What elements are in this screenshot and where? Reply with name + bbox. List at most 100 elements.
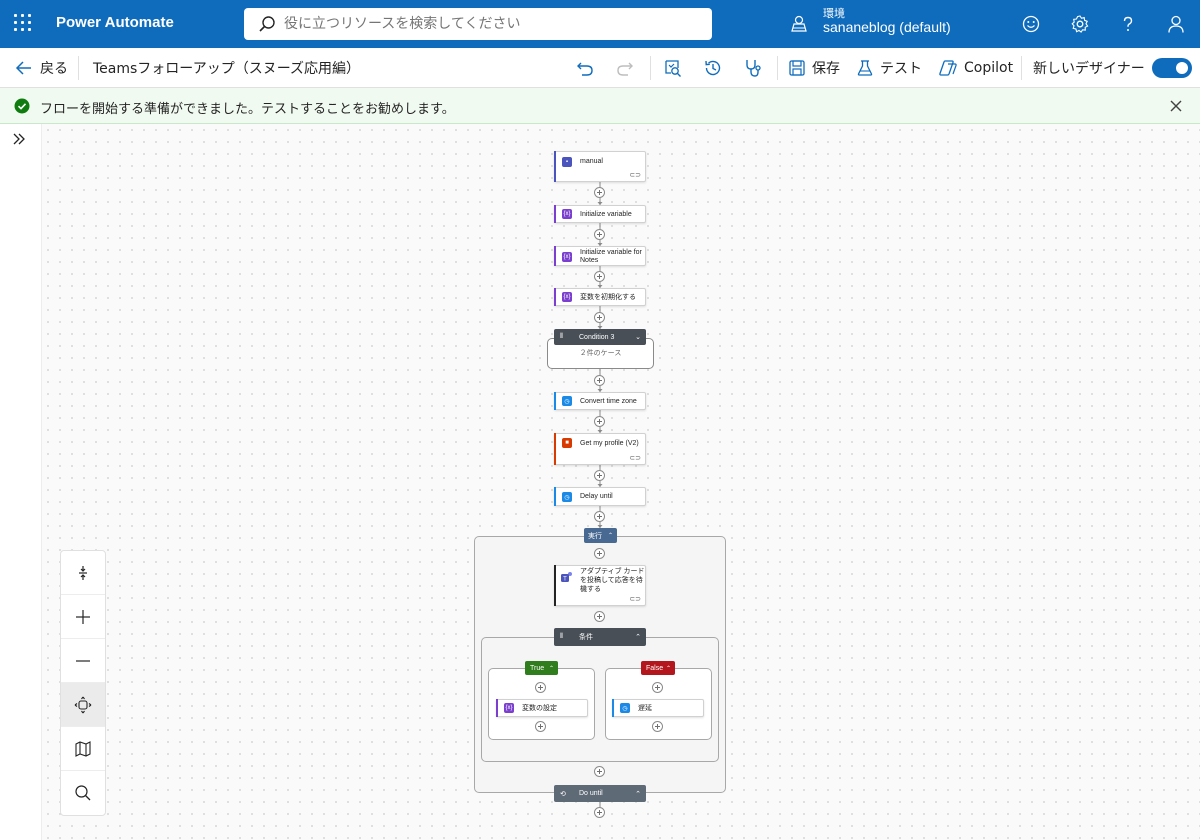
initialize-variable-jp-card[interactable]: {x} 変数を初期化する — [554, 288, 646, 306]
add-step-button[interactable] — [594, 416, 605, 427]
chevron-up-icon[interactable]: ⌃ — [635, 634, 641, 641]
fit-height-button[interactable] — [61, 551, 105, 595]
app-brand[interactable]: Power Automate — [56, 14, 174, 31]
emoji-icon[interactable] — [1021, 14, 1041, 34]
link-icon: ⊂⊃ — [629, 596, 641, 603]
redo-button[interactable] — [615, 48, 641, 88]
add-step-button[interactable] — [594, 187, 605, 198]
step-title: 遅延 — [638, 705, 652, 712]
copilot-button[interactable]: Copilot — [938, 48, 1013, 88]
adaptive-card-step[interactable]: T アダプティブ カード を投稿して応答を待 機する ⊂⊃ — [554, 565, 646, 606]
new-designer-toggle[interactable] — [1152, 58, 1192, 78]
add-step-button[interactable] — [594, 766, 605, 777]
step-title: 実行 — [588, 532, 602, 540]
fit-height-icon — [79, 565, 87, 580]
add-step-button[interactable] — [594, 271, 605, 282]
zoom-in-button[interactable] — [61, 595, 105, 639]
fit-view-icon — [74, 696, 92, 713]
step-title-line1: アダプティブ カード — [580, 568, 645, 575]
save-button[interactable]: 保存 — [788, 48, 840, 88]
chevron-down-icon[interactable]: ⌄ — [635, 334, 641, 341]
condition3-header[interactable]: ⫴ Condition 3 ⌄ — [554, 329, 646, 345]
add-step-button[interactable] — [652, 682, 663, 693]
fit-view-button[interactable] — [61, 683, 105, 727]
canvas-controls — [60, 550, 106, 816]
condition-header[interactable]: ⫴ 条件 ⌃ — [554, 628, 646, 646]
condition-icon: ⫴ — [560, 633, 563, 640]
back-arrow-icon — [15, 61, 31, 75]
add-step-button[interactable] — [594, 312, 605, 323]
waffle-icon[interactable] — [14, 14, 34, 34]
svg-text:T: T — [563, 577, 567, 583]
trigger-manual-card[interactable]: ▪ manual ⊂⊃ — [554, 151, 646, 182]
person-icon[interactable] — [1166, 14, 1186, 34]
delay-card[interactable]: ◷ 遅延 — [612, 699, 704, 717]
chevron-up-icon[interactable]: ⌃ — [548, 665, 554, 672]
success-message-bar: フローを開始する準備ができました。テストすることをお勧めします。 — [0, 88, 1200, 124]
chevron-up-icon[interactable]: ⌃ — [635, 790, 641, 798]
loop-icon: ⟲ — [560, 790, 566, 798]
search-canvas-icon — [75, 785, 91, 801]
variable-icon: {x} — [562, 252, 572, 262]
chevron-up-icon[interactable]: ⌃ — [607, 533, 613, 539]
convert-time-zone-card[interactable]: ◷ Convert time zone — [554, 392, 646, 410]
zoom-out-icon — [76, 659, 90, 662]
add-step-button[interactable] — [652, 721, 663, 732]
initialize-variable-notes-card[interactable]: {x} Initialize variable for Notes — [554, 246, 646, 266]
step-title-line2: Notes — [580, 257, 599, 264]
test-label: テスト — [880, 61, 922, 77]
add-step-button[interactable] — [594, 611, 605, 622]
add-step-button[interactable] — [594, 807, 605, 818]
global-search[interactable] — [244, 8, 712, 40]
flow-canvas[interactable] — [42, 124, 1200, 840]
scope-header[interactable]: 実行 ⌃ — [584, 528, 617, 543]
add-step-button[interactable] — [594, 470, 605, 481]
teams-icon: T — [561, 571, 573, 583]
divider — [777, 56, 778, 80]
add-step-button[interactable] — [535, 721, 546, 732]
search-canvas-button[interactable] — [61, 771, 105, 815]
zoom-out-button[interactable] — [61, 639, 105, 683]
app-header: Power Automate 環境 sananeblog (default) — [0, 0, 1200, 48]
initialize-variable-card[interactable]: {x} Initialize variable — [554, 205, 646, 223]
office-icon: ■ — [562, 438, 572, 448]
add-step-button[interactable] — [594, 548, 605, 559]
back-button[interactable]: 戻る — [14, 48, 68, 88]
delay-until-card[interactable]: ◷ Delay until — [554, 487, 646, 506]
false-branch-tag[interactable]: False ⌃ — [641, 661, 675, 675]
diagnostics-button[interactable] — [743, 48, 769, 88]
undo-button[interactable] — [575, 48, 601, 88]
add-step-button[interactable] — [535, 682, 546, 693]
add-step-button[interactable] — [594, 511, 605, 522]
chevron-up-icon[interactable]: ⌃ — [665, 665, 671, 672]
flow-checker-button[interactable] — [663, 48, 689, 88]
true-branch-tag[interactable]: True ⌃ — [525, 661, 558, 675]
condition3-case-count: ２件のケース — [579, 349, 622, 357]
message-text: フローを開始する準備ができました。テストすることをお勧めします。 — [40, 102, 455, 117]
do-until-header[interactable]: ⟲ Do until ⌃ — [554, 785, 646, 802]
version-history-button[interactable] — [703, 48, 729, 88]
minimap-button[interactable] — [61, 727, 105, 771]
test-button[interactable]: テスト — [856, 48, 922, 88]
test-flask-icon — [857, 60, 873, 76]
environment-name[interactable]: sananeblog (default) — [823, 19, 951, 35]
add-step-button[interactable] — [594, 229, 605, 240]
step-title: Get my profile (V2) — [580, 440, 639, 447]
flow-name[interactable]: Teamsフォローアップ（スヌーズ応用編） — [93, 61, 361, 77]
help-icon[interactable] — [1118, 14, 1138, 34]
new-designer-label: 新しいデザイナー — [1033, 61, 1145, 77]
settings-icon[interactable] — [1070, 14, 1090, 34]
step-title: 変数の設定 — [522, 705, 557, 712]
set-variable-card[interactable]: {x} 変数の設定 — [496, 699, 588, 717]
close-icon[interactable] — [1168, 98, 1184, 114]
clock-icon: ◷ — [562, 492, 572, 502]
add-step-button[interactable] — [594, 375, 605, 386]
expand-rail-icon[interactable] — [12, 132, 26, 146]
environment-icon[interactable] — [789, 14, 809, 34]
step-title: Do until — [579, 790, 603, 797]
diagnostics-icon — [746, 60, 761, 77]
redo-icon — [617, 62, 633, 76]
flow-checker-icon — [665, 60, 681, 77]
search-input[interactable] — [284, 13, 694, 35]
get-my-profile-card[interactable]: ■ Get my profile (V2) ⊂⊃ — [554, 433, 646, 465]
